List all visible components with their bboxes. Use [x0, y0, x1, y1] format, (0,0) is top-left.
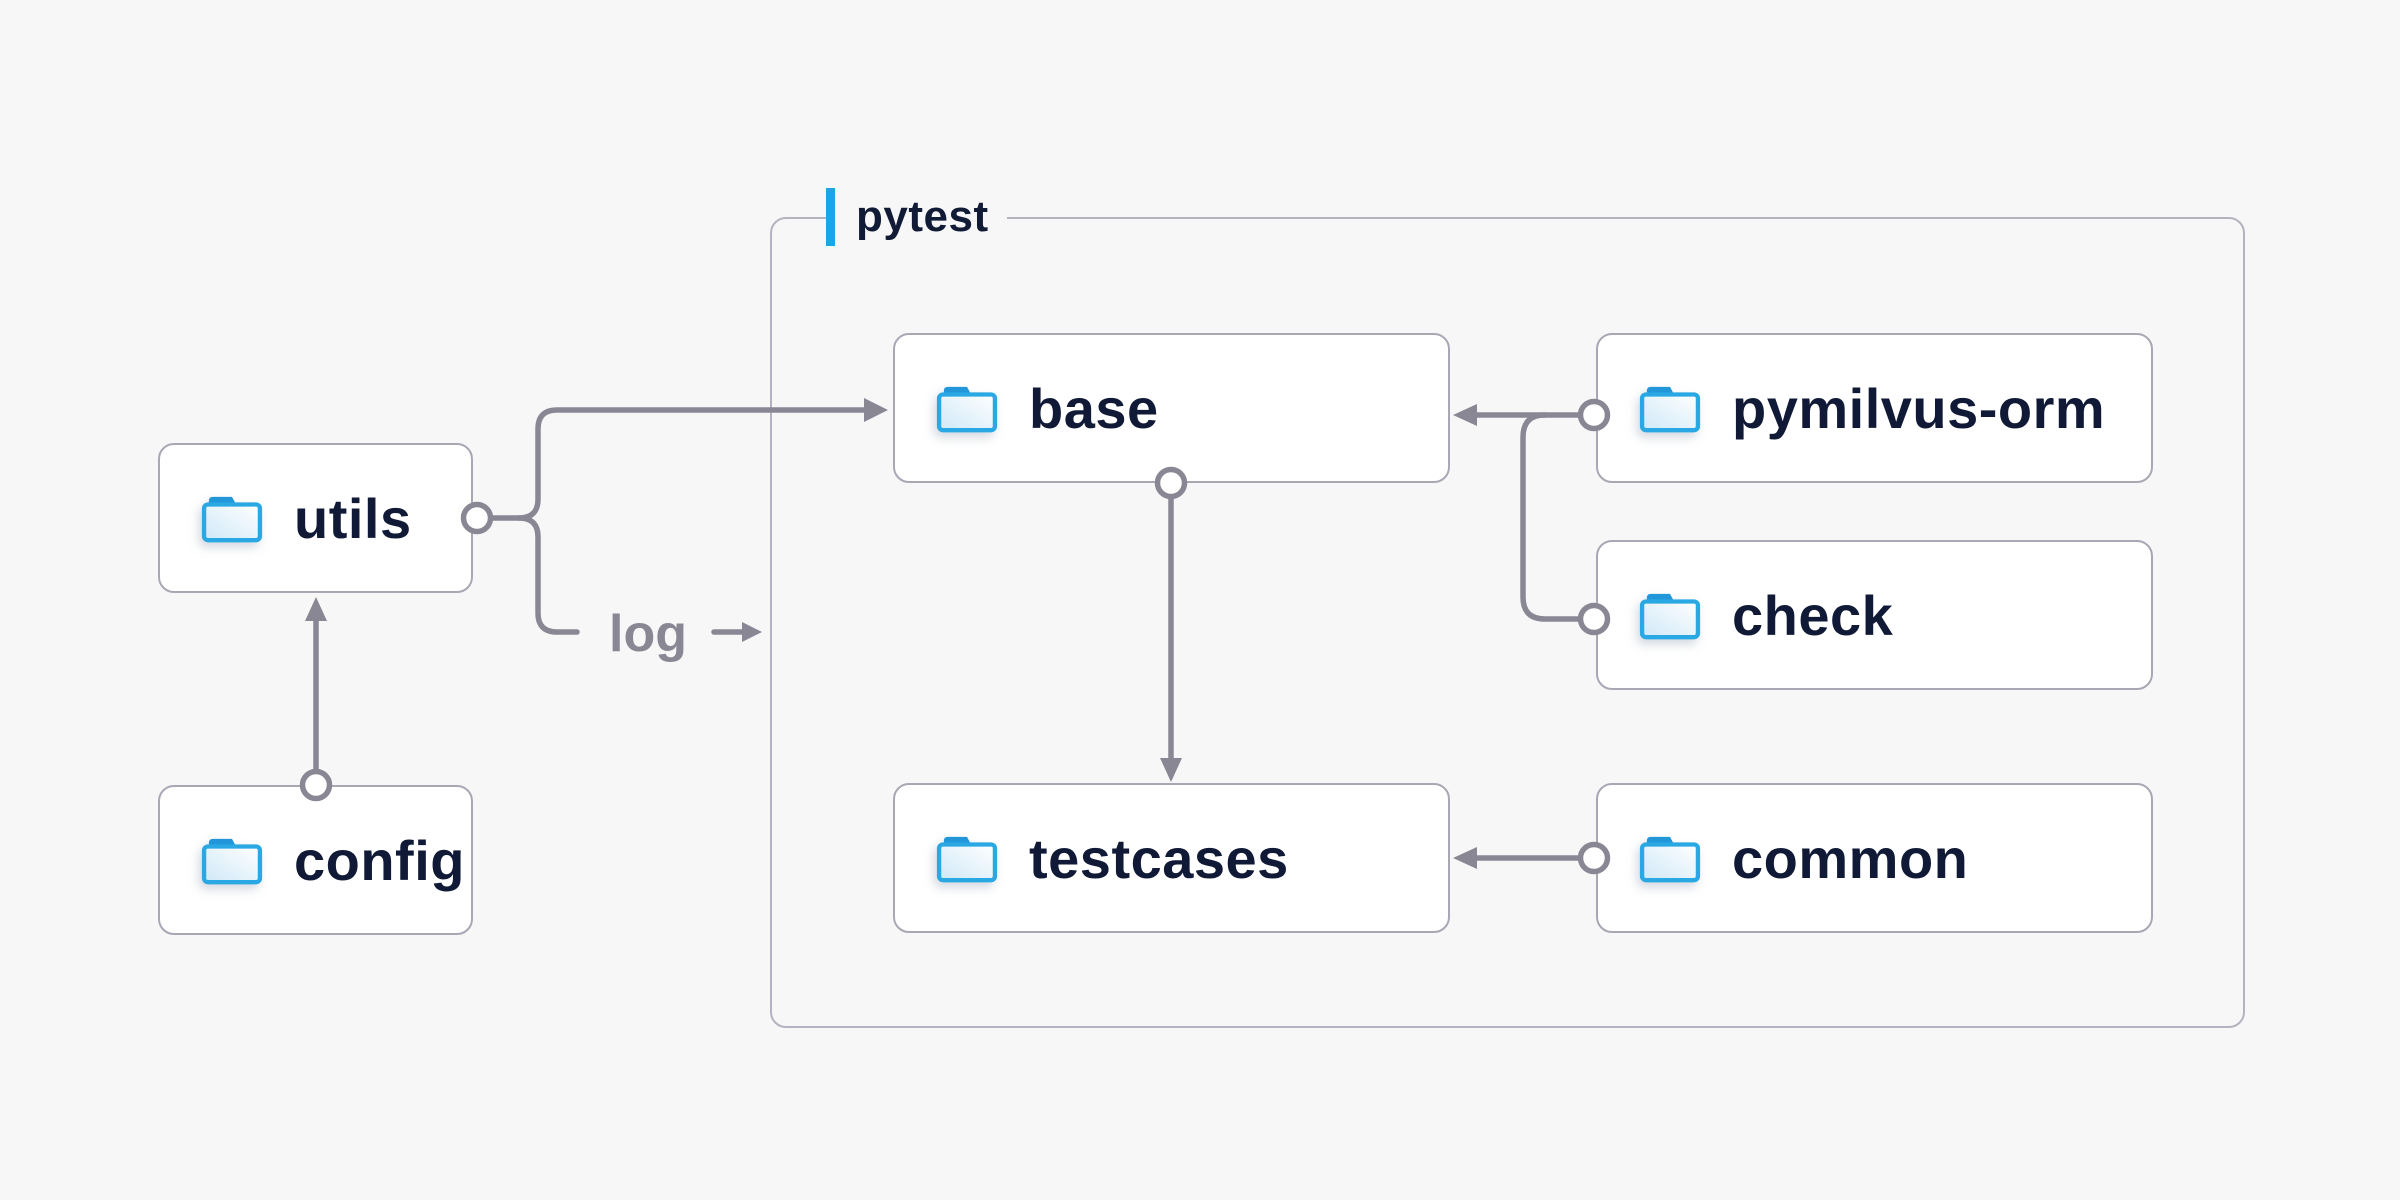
node-label: base [1029, 376, 1159, 440]
accent-bar-icon [826, 188, 835, 246]
node-base: base [893, 333, 1450, 483]
node-common: common [1596, 783, 2153, 933]
folder-icon [1639, 386, 1701, 433]
arrowhead-log [742, 622, 762, 642]
arrowhead-into-utils [305, 597, 327, 621]
folder-icon [201, 496, 263, 543]
node-label: check [1732, 583, 1894, 647]
pytest-group-box: pytest [770, 185, 2245, 1028]
folder-icon [1639, 836, 1701, 883]
node-label: utils [294, 486, 412, 550]
node-config: config [158, 785, 473, 935]
folder-icon [936, 836, 998, 883]
node-label: testcases [1029, 826, 1289, 890]
folder-icon [936, 386, 998, 433]
node-label: config [294, 828, 465, 892]
folder-icon [201, 838, 263, 885]
edge-utils-log [516, 515, 580, 635]
pytest-group-label: pytest [826, 185, 1007, 249]
node-testcases: testcases [893, 783, 1450, 933]
node-utils: utils [158, 443, 473, 593]
folder-icon [1639, 593, 1701, 640]
group-title: pytest [856, 192, 989, 241]
edge-label-log: log [609, 605, 687, 663]
node-label: common [1732, 826, 1969, 890]
node-pymilvus-orm: pymilvus-orm [1596, 333, 2153, 483]
node-label: pymilvus-orm [1732, 376, 2106, 440]
node-check: check [1596, 540, 2153, 690]
